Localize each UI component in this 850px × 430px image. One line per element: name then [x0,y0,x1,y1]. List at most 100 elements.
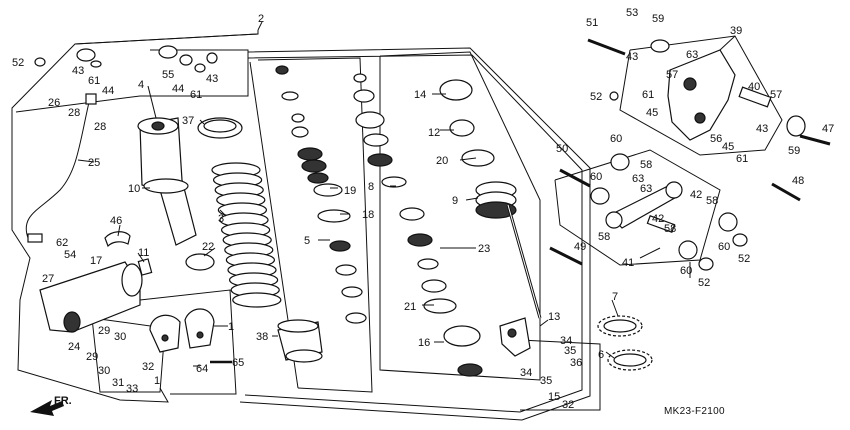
callout-58: 58 [640,159,652,171]
washer [475,201,517,219]
callout-65: 65 [232,357,244,369]
callout-54: 54 [64,249,76,261]
callout-28: 28 [94,121,106,133]
callout-43: 43 [72,65,84,77]
washer [297,147,323,161]
callout-42: 42 [652,213,664,225]
assembly-outline [11,30,601,421]
washer [345,312,367,324]
hose [25,93,97,243]
callout-60: 60 [680,265,692,277]
callout-59: 59 [652,13,664,25]
callout-58: 58 [664,223,676,235]
callout-29: 29 [98,325,110,337]
callout-2: 2 [258,13,264,25]
shock-arm [667,49,736,141]
callout-46: 46 [110,215,122,227]
spring-coil [232,292,282,308]
washer [335,264,357,276]
callout-63: 63 [632,173,644,185]
front-arrow: FR. [30,395,72,416]
callout-35: 35 [564,345,576,357]
clamp-bracket [149,308,215,353]
callout-32: 32 [562,399,574,411]
link-rod [605,181,683,229]
callout-56: 56 [710,133,722,145]
washer [353,73,367,83]
callout-59: 59 [788,145,800,157]
washer-stack-right [399,79,517,377]
washer [439,79,473,101]
washer [353,89,375,103]
callout-30: 30 [98,365,110,377]
washer [307,172,329,184]
callout-31: 31 [112,377,124,389]
piston-rod [506,204,542,319]
callout-45: 45 [646,107,658,119]
callout-12: 12 [428,127,440,139]
callout-35: 35 [540,375,552,387]
callout-16: 16 [418,337,430,349]
callout-57: 57 [770,89,782,101]
rod-end [499,317,531,357]
washer [355,111,385,129]
callout-50: 50 [556,143,568,155]
callout-52: 52 [590,91,602,103]
callout-15: 15 [548,391,560,403]
callout-61: 61 [88,75,100,87]
diagram-code: MK23-F2100 [664,406,725,417]
callout-49: 49 [574,241,586,253]
washer [381,176,407,188]
callout-17: 17 [90,255,102,267]
callout-3: 3 [218,213,224,225]
bolts [210,38,831,364]
washer [329,240,351,252]
washer [291,126,309,138]
callout-5: 5 [304,235,310,247]
callout-43: 43 [756,123,768,135]
callout-24: 24 [68,341,80,353]
washer [313,183,343,197]
washer [423,298,457,314]
callout-1: 1 [228,321,234,333]
bump-rubber [277,319,323,363]
washer [449,119,475,137]
washer [301,159,327,173]
adjuster-rings [597,315,653,371]
callout-52: 52 [698,277,710,289]
callout-41: 41 [622,257,634,269]
callout-20: 20 [436,155,448,167]
front-arrow-label: FR. [54,395,72,407]
callout-4: 4 [138,79,144,91]
callout-42: 42 [690,189,702,201]
washer [317,209,351,223]
callout-29: 29 [86,351,98,363]
callout-43: 43 [206,73,218,85]
callout-64: 64 [196,363,208,375]
washer [461,149,495,167]
callout-34: 34 [560,335,572,347]
callout-61: 61 [642,89,654,101]
callout-62: 62 [56,237,68,249]
callout-48: 48 [792,175,804,187]
cap-46 [104,231,131,248]
callout-26: 26 [48,97,60,109]
callout-61: 61 [190,89,202,101]
callout-25: 25 [88,157,100,169]
ring-22 [185,253,215,271]
callout-57: 57 [666,69,678,81]
callout-9: 9 [452,195,458,207]
callout-52: 52 [738,253,750,265]
damper-body [137,117,197,246]
callout-60: 60 [718,241,730,253]
callout-53: 53 [626,7,638,19]
callout-7: 7 [612,291,618,303]
washer [281,91,299,101]
callout-55: 55 [162,69,174,81]
callout-39: 39 [730,25,742,37]
callout-58: 58 [598,231,610,243]
spring-seat [197,117,243,139]
washer [363,133,389,147]
callout-1: 1 [154,375,160,387]
